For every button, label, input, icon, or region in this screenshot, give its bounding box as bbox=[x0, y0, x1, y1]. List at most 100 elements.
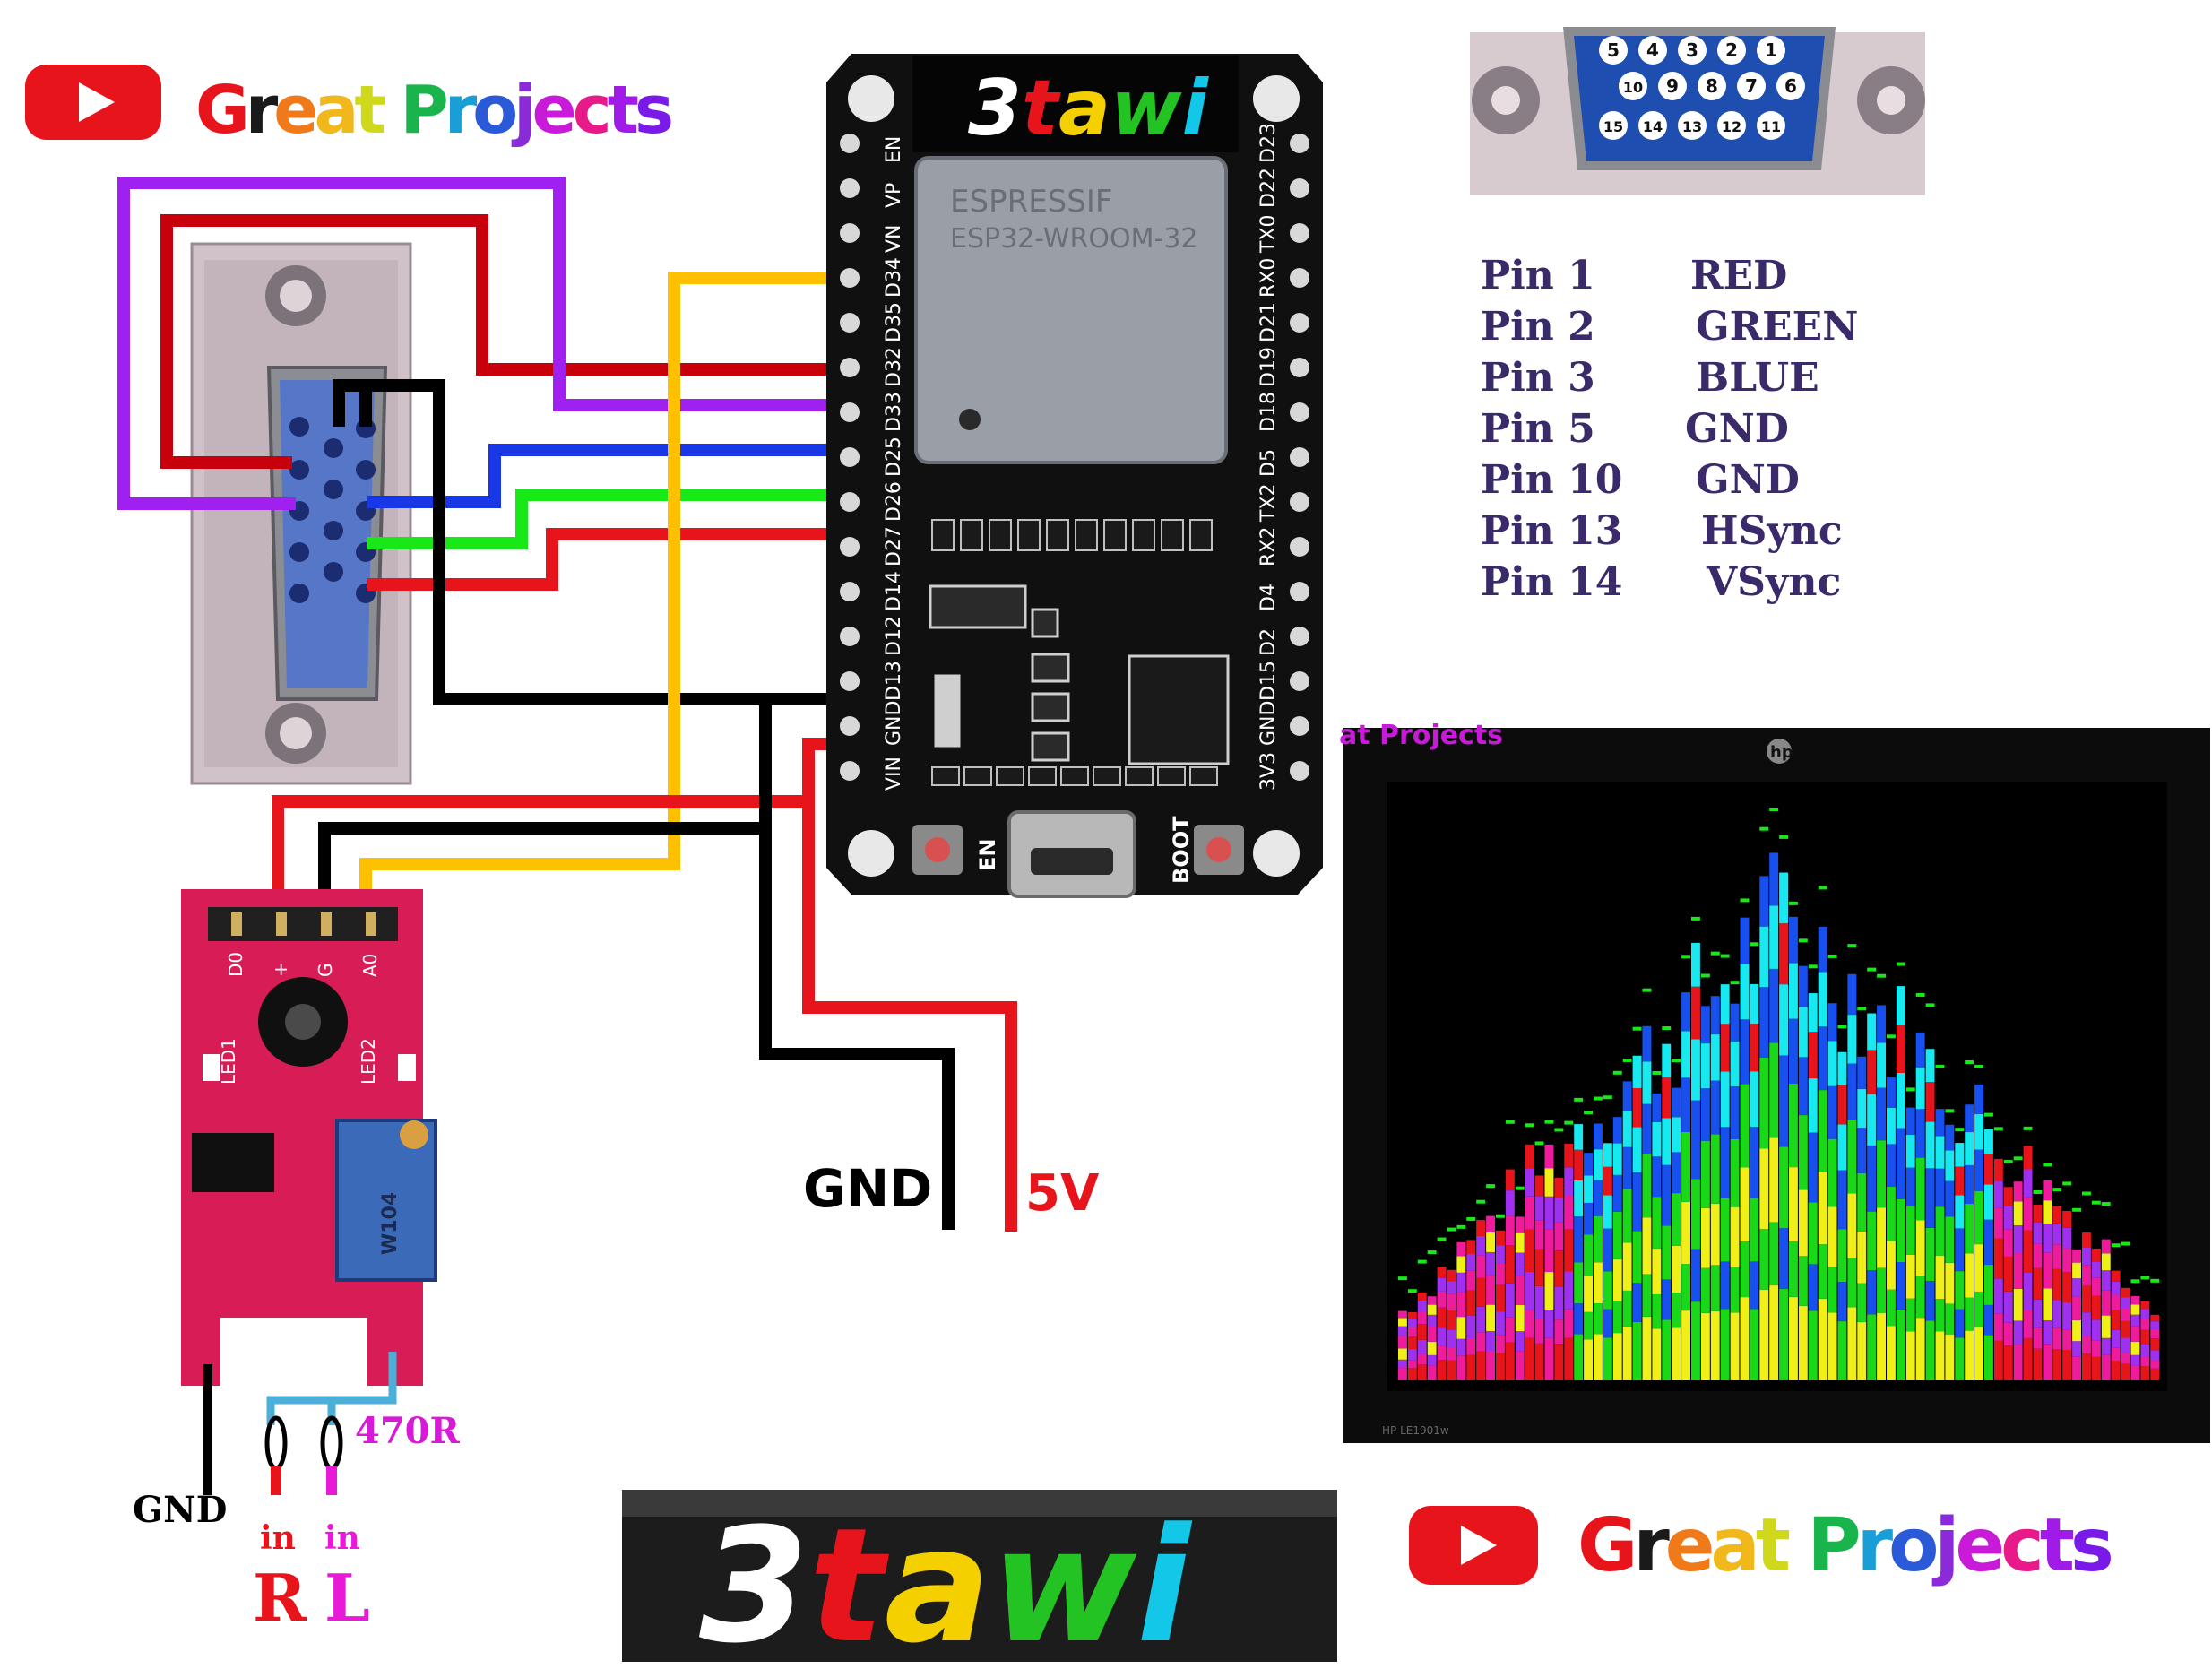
svg-text:3: 3 bbox=[1686, 39, 1698, 61]
svg-text:15: 15 bbox=[1603, 118, 1623, 135]
wire-red-5v-drop bbox=[802, 801, 1017, 1232]
esp32-pin-label: 3V3 bbox=[1257, 752, 1280, 791]
boot-button-label: BOOT bbox=[1169, 816, 1194, 884]
esp32-pin-label: D35 bbox=[883, 302, 905, 342]
vga-pin-2: 2 bbox=[1717, 36, 1746, 65]
vga-pin-13: 13 bbox=[1678, 111, 1707, 140]
esp32-pin-label: D5 bbox=[1257, 449, 1280, 477]
esp32-pin-label: D34 bbox=[883, 257, 905, 298]
channel-title-bottom: Great Projects bbox=[1577, 1503, 2111, 1588]
op-amp-chip bbox=[192, 1133, 274, 1192]
pot-code: W104 bbox=[379, 1192, 402, 1255]
spectrum-display bbox=[1398, 808, 2160, 1380]
esp32-pin-right-D21: D21 bbox=[1257, 302, 1309, 342]
boot-button[interactable] bbox=[1194, 825, 1244, 875]
vga-pin-6: 6 bbox=[1776, 72, 1805, 100]
pin-number: Pin 1 bbox=[1481, 253, 1595, 298]
vga-pin-8: 8 bbox=[1698, 72, 1726, 100]
en-button[interactable] bbox=[912, 825, 963, 875]
pin-number: Pin 2 bbox=[1481, 304, 1595, 350]
svg-text:10: 10 bbox=[1623, 79, 1643, 96]
esp32-pin-left-GND: GND bbox=[840, 701, 905, 746]
esp32-board: 3tawi ESPRESSIF ESP32-WROOM-32 EN BOOT bbox=[826, 54, 1323, 898]
vga-connector-photo bbox=[190, 242, 412, 785]
monitor-model: HP LE1901w bbox=[1382, 1424, 1449, 1437]
esp32-pin-label: D32 bbox=[883, 347, 905, 387]
esp32-pin-label: D23 bbox=[1257, 123, 1280, 163]
svg-text:7: 7 bbox=[1745, 75, 1758, 97]
esp32-pin-label: VP bbox=[883, 183, 905, 208]
esp32-pin-left-D35: D35 bbox=[840, 302, 905, 342]
svg-text:13: 13 bbox=[1682, 118, 1702, 135]
esp32-pin-right-D19: D19 bbox=[1257, 347, 1309, 387]
potentiometer[interactable]: W104 bbox=[335, 1119, 437, 1282]
gnd-label: GND bbox=[803, 1158, 932, 1219]
micro-usb-port[interactable] bbox=[1007, 810, 1136, 898]
esp32-pin-label: RX2 bbox=[1257, 527, 1280, 566]
esp32-pin-right-RX0: RX0 bbox=[1257, 258, 1309, 298]
esp32-pin-label: TX0 bbox=[1257, 214, 1280, 254]
wire-yellow-a0 bbox=[359, 272, 841, 907]
microphone bbox=[258, 977, 348, 1067]
bottom-logo: 3tawi bbox=[699, 1494, 1193, 1669]
esp32-pin-left-D26: D26 bbox=[840, 481, 905, 522]
svg-text:12: 12 bbox=[1722, 118, 1741, 135]
esp32-wroom-module bbox=[914, 156, 1228, 464]
esp32-pin-label: GND bbox=[1257, 701, 1280, 746]
module-gnd-label: GND bbox=[133, 1489, 227, 1531]
pin-signal: HSync bbox=[1701, 508, 1843, 554]
svg-text:1: 1 bbox=[1765, 39, 1777, 61]
board-logo: 3tawi bbox=[968, 64, 1209, 153]
esp32-pin-label: VN bbox=[883, 224, 905, 253]
audio-input-wiring bbox=[203, 1352, 397, 1495]
esp32-pin-left-EN: EN bbox=[840, 134, 905, 163]
input-r-bottom: R bbox=[253, 1560, 307, 1636]
wires bbox=[117, 177, 1017, 1232]
channel-title: Great Projects bbox=[195, 72, 671, 149]
esp32-pin-label: D33 bbox=[883, 392, 905, 432]
wire-black-gnd-drop bbox=[759, 699, 955, 1230]
vga-pin-12: 12 bbox=[1717, 111, 1746, 140]
pin-number: Pin 14 bbox=[1481, 559, 1622, 605]
hp-logo-icon: hp bbox=[1767, 739, 1793, 764]
module-model: ESP32-WROOM-32 bbox=[950, 223, 1198, 255]
vga-pin-14: 14 bbox=[1638, 111, 1667, 140]
monitor-overlay-text: at Projects bbox=[1339, 720, 1503, 751]
pin-signal: BLUE bbox=[1696, 355, 1819, 401]
esp32-pin-left-D12: D12 bbox=[840, 616, 905, 656]
module-pin-label: A0 bbox=[359, 954, 381, 977]
vga-pin-4: 4 bbox=[1638, 36, 1667, 65]
esp32-pin-label: D13 bbox=[883, 661, 905, 701]
resistor-value: 470R bbox=[355, 1410, 460, 1452]
esp32-pin-label: D18 bbox=[1257, 392, 1280, 432]
module-pin-label: + bbox=[270, 962, 291, 977]
esp32-pin-left-D27: D27 bbox=[840, 526, 905, 566]
esp32-pin-left-VP: VP bbox=[840, 178, 905, 208]
esp32-pin-label: D27 bbox=[883, 526, 905, 566]
esp32-pin-right-D5: D5 bbox=[1257, 447, 1309, 477]
five-volt-label: 5V bbox=[1025, 1164, 1100, 1223]
esp32-pin-label: D25 bbox=[883, 437, 905, 477]
svg-text:11: 11 bbox=[1761, 118, 1781, 135]
esp32-pin-left-D25: D25 bbox=[840, 437, 905, 477]
youtube-icon bbox=[1409, 1506, 1538, 1585]
esp32-pin-left-D34: D34 bbox=[840, 257, 905, 298]
esp32-pin-left-D32: D32 bbox=[840, 347, 905, 387]
esp32-pin-label: TX2 bbox=[1257, 483, 1280, 523]
header-branding-right: Great Projects bbox=[1409, 1503, 2115, 1588]
vga-pin-10: 10 bbox=[1619, 72, 1647, 100]
esp32-pin-label: EN bbox=[883, 136, 905, 163]
monitor: at Projects hp HP LE1901w bbox=[1339, 720, 2210, 1443]
pin-signal: GREEN bbox=[1696, 304, 1858, 350]
youtube-icon bbox=[25, 65, 161, 140]
header-branding-left: Great Projects bbox=[25, 65, 676, 149]
svg-text:2: 2 bbox=[1725, 39, 1738, 61]
vga-pin-3: 3 bbox=[1678, 36, 1707, 65]
esp32-pin-right-3V3: 3V3 bbox=[1257, 752, 1309, 791]
esp32-pin-label: D15 bbox=[1257, 661, 1280, 701]
svg-text:5: 5 bbox=[1607, 39, 1620, 61]
module-pin-label: D0 bbox=[225, 952, 246, 977]
esp32-pin-right-D15: D15 bbox=[1257, 661, 1309, 701]
